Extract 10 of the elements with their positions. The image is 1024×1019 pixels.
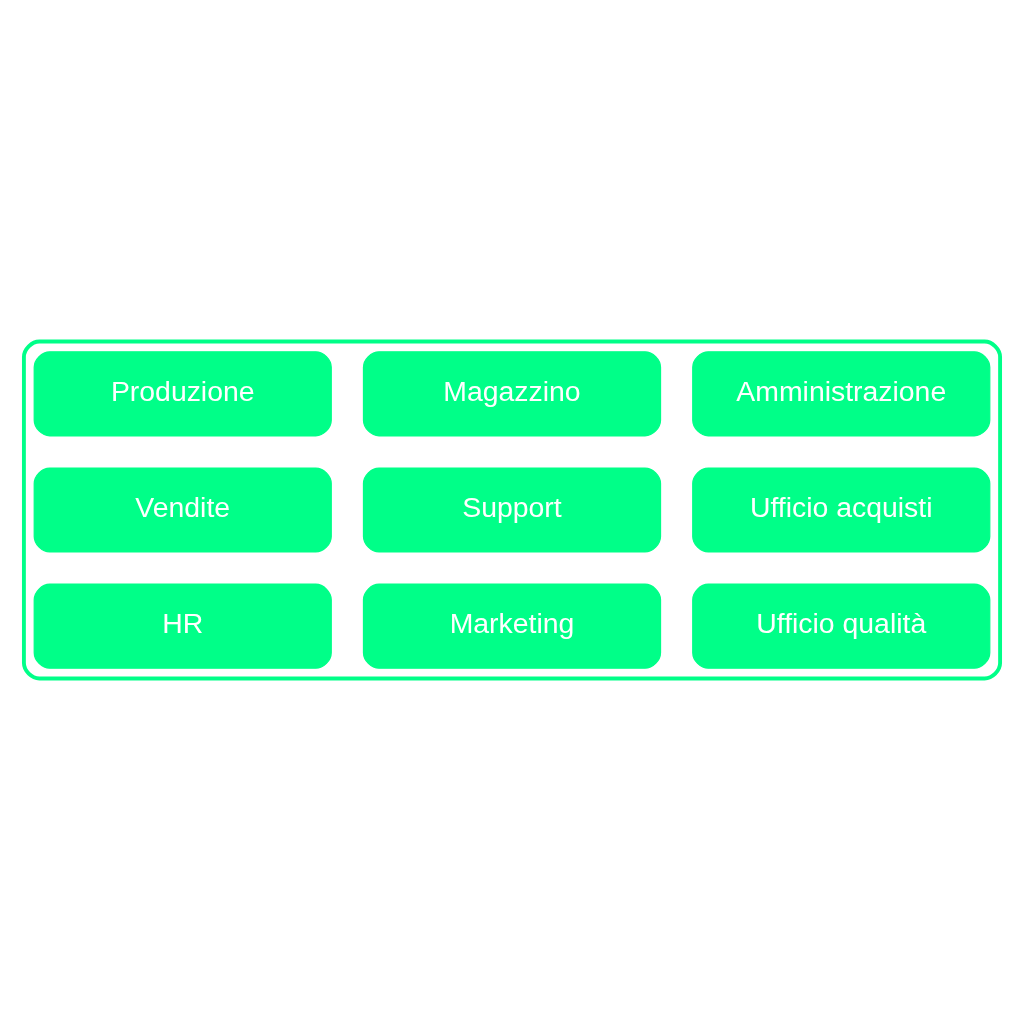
node-box: Produzione xyxy=(33,350,332,436)
node-box: Marketing xyxy=(362,583,662,669)
node-box: HR xyxy=(33,583,332,669)
node-box: Support xyxy=(362,466,662,553)
node-box: Vendite xyxy=(33,466,332,553)
cluster xyxy=(22,339,1002,680)
node-box: Ufficio acquisti xyxy=(692,466,991,553)
node-box: Ufficio qualità xyxy=(692,583,991,669)
node-box: Amministrazione xyxy=(692,350,991,436)
node-box: Magazzino xyxy=(362,350,662,436)
